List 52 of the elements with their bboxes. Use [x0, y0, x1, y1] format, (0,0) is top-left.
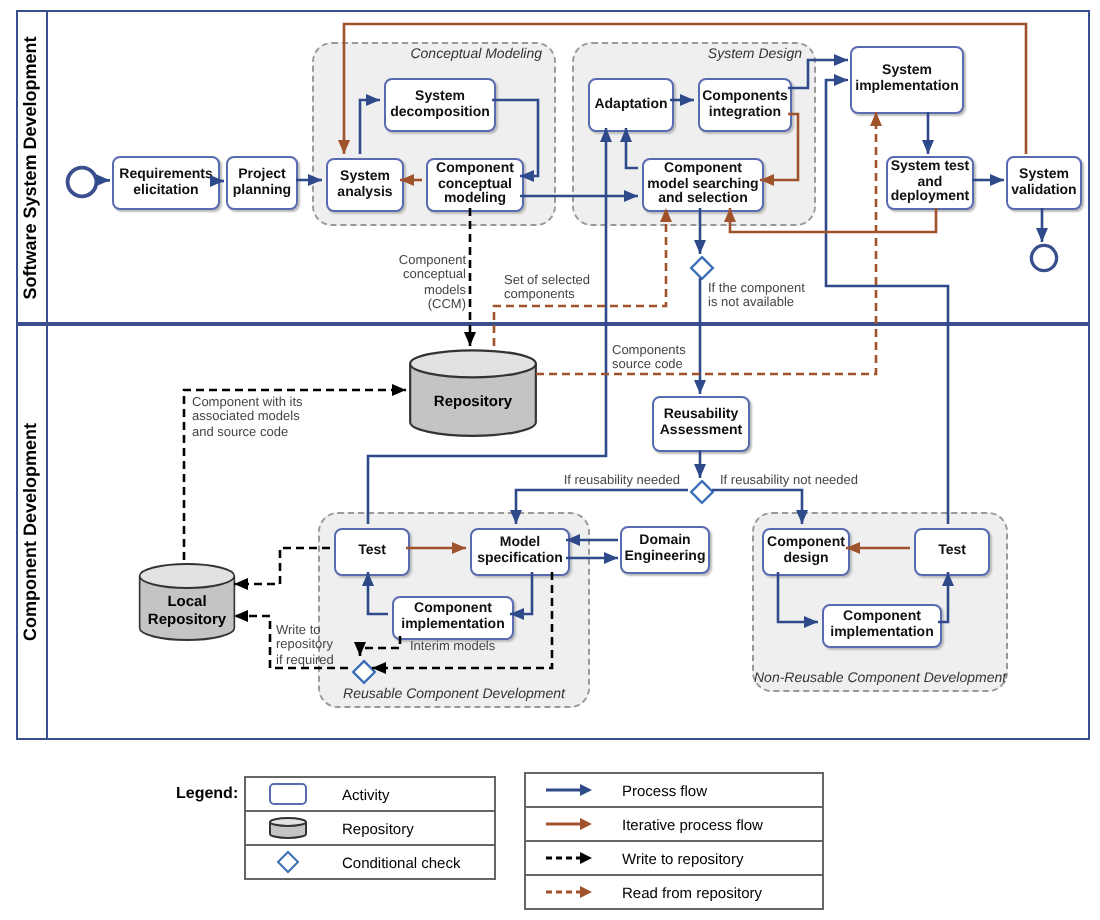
event-circle: [66, 166, 98, 198]
arrow: [400, 174, 422, 186]
dashed-arrow: [234, 546, 330, 590]
arrow: [938, 572, 954, 624]
arrow: [520, 190, 638, 202]
group-box: [312, 42, 556, 226]
arrow: [510, 572, 534, 620]
decision-diamond: [352, 660, 376, 684]
arrow: [712, 488, 808, 524]
arrow: [366, 128, 612, 524]
arrow: [95, 174, 110, 187]
arrow: [972, 174, 1004, 186]
arrow: [296, 174, 322, 186]
dashed-arrow: [492, 208, 672, 346]
dashed-arrow: [354, 636, 402, 656]
arrow: [846, 542, 910, 554]
arrow: [620, 128, 638, 170]
arrow: [358, 94, 380, 154]
swimlane: [16, 10, 1090, 324]
event-circle: [1030, 244, 1058, 272]
arrow: [788, 54, 848, 90]
arrow: [210, 175, 224, 187]
lane-title: Software System Development: [20, 35, 40, 299]
arrow: [760, 112, 800, 186]
arrow: [1036, 208, 1048, 242]
lane-title: Component Development: [20, 423, 40, 641]
legend-title: Legend:: [176, 784, 239, 802]
dashed-arrow: [536, 112, 882, 376]
swimlane: [16, 324, 1090, 740]
arrow: [362, 572, 388, 616]
arrow: [824, 74, 950, 524]
arrow: [492, 98, 540, 182]
arrow: [338, 22, 1028, 154]
arrow: [694, 278, 706, 394]
decision-diamond: [690, 256, 714, 280]
dashed-arrow: [372, 572, 554, 674]
decision-diamond: [690, 480, 714, 504]
arrow: [566, 552, 618, 564]
arrow: [694, 208, 706, 254]
dashed-arrow: [464, 208, 476, 346]
arrow: [694, 450, 706, 478]
arrow: [566, 534, 618, 546]
group-box: [752, 512, 1008, 692]
group-box: [572, 42, 816, 226]
arrow: [510, 488, 688, 524]
arrow: [670, 94, 694, 106]
dashed-arrow: [234, 610, 348, 670]
arrow: [406, 542, 466, 554]
arrow: [724, 208, 938, 234]
arrow: [922, 112, 934, 154]
arrow: [776, 572, 818, 628]
dashed-arrow: [182, 384, 406, 560]
